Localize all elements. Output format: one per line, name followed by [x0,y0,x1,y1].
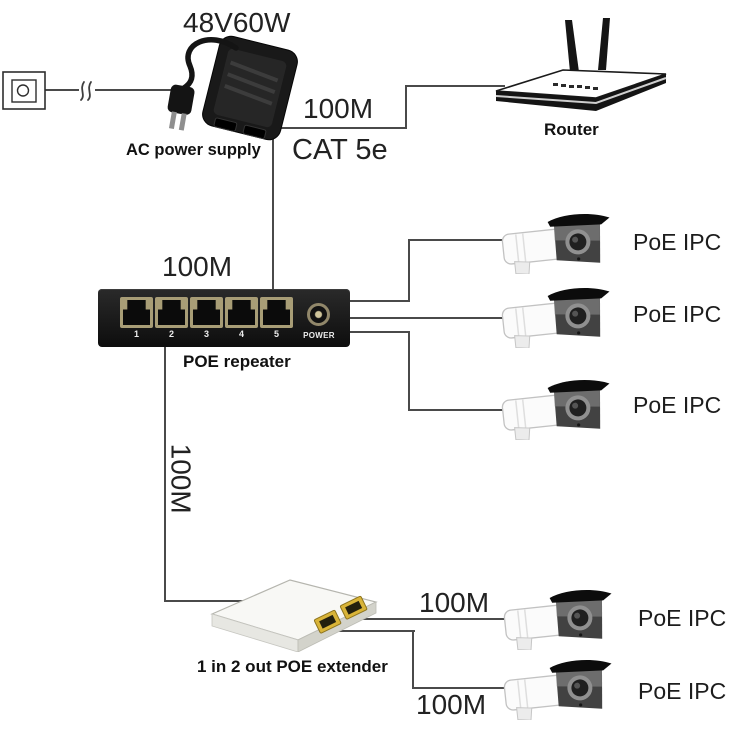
cable-cam3-h1 [349,331,410,333]
rj45-port-5 [260,297,293,328]
wall-outlet-icon [2,71,46,110]
uplink-cable-label: CAT 5e [292,134,388,166]
cable-cam1-h2 [408,239,512,241]
poe-camera-5 [501,658,618,720]
router-icon [495,18,667,111]
trunk-distance-label: 100M [165,443,197,514]
extender-label: 1 in 2 out POE extender [197,657,388,676]
poe-camera-2 [499,286,616,348]
cable-extender-out2-h1 [338,630,415,632]
extender-port-out2 [314,609,342,634]
camera-label-5: PoE IPC [638,678,727,704]
cable-riser-to-router [405,85,407,129]
port-number: 1 [133,329,139,339]
cable-adapter-horizontal [272,127,407,129]
rj45-jack-icon [158,300,185,325]
rj45-jack-icon [263,300,290,325]
router-vents [553,83,598,90]
cable-cam3-h2 [408,409,512,411]
camera-label-1: PoE IPC [633,229,722,255]
repeater-distance-label: 100M [162,251,233,282]
cable-cam1-h1 [349,300,410,302]
power-jack-label: POWER [303,331,335,340]
cable-to-router [405,85,505,87]
port-number: 3 [203,329,209,339]
cable-break-to-plug [95,89,172,91]
poe-camera-3 [499,378,616,440]
router-label: Router [544,120,599,139]
ac-adapter-icon [167,35,298,141]
cable-extender-out2-h2 [412,687,512,689]
extender-port-out1 [340,595,368,620]
out2-distance-label: 100M [416,689,487,720]
cable-adapter-to-repeater [272,127,274,289]
rj45-port-2 [155,297,188,328]
power-plug-icon [167,84,195,131]
rj45-jack-icon [123,300,150,325]
poe-repeater: 1 2 3 4 5 POWER [98,289,350,347]
cable-cam2 [349,317,513,319]
port-number: 2 [168,329,174,339]
ac-supply-label: AC power supply [126,141,261,159]
cable-cam1-riser [408,239,410,302]
port-number: 4 [238,329,244,339]
rj45-jack-icon [193,300,220,325]
camera-label-3: PoE IPC [633,392,722,418]
poe-extender-icon [210,579,378,652]
cable-outlet-to-break [45,89,79,91]
uplink-distance-label: 100M [303,93,374,124]
port-number: 5 [273,329,279,339]
cable-repeater-to-extender [164,347,166,602]
rj45-port-3 [190,297,223,328]
poe-camera-4 [501,588,618,650]
cable-cam3-drop [408,331,410,411]
camera-label-4: PoE IPC [638,605,727,631]
camera-label-2: PoE IPC [633,301,722,327]
cable-break-icon [80,81,92,101]
poe-camera-1 [499,212,616,274]
repeater-label: POE repeater [183,352,291,371]
cable-extender-out1 [352,618,512,620]
rj45-port-1 [120,297,153,328]
rj45-port-4 [225,297,258,328]
cable-into-extender [164,600,250,602]
rj45-jack-icon [228,300,255,325]
power-rating-label: 48V60W [183,7,291,38]
dc-power-jack-icon [307,303,330,326]
cable-extender-out2-drop [412,630,414,689]
out1-distance-label: 100M [419,587,490,618]
